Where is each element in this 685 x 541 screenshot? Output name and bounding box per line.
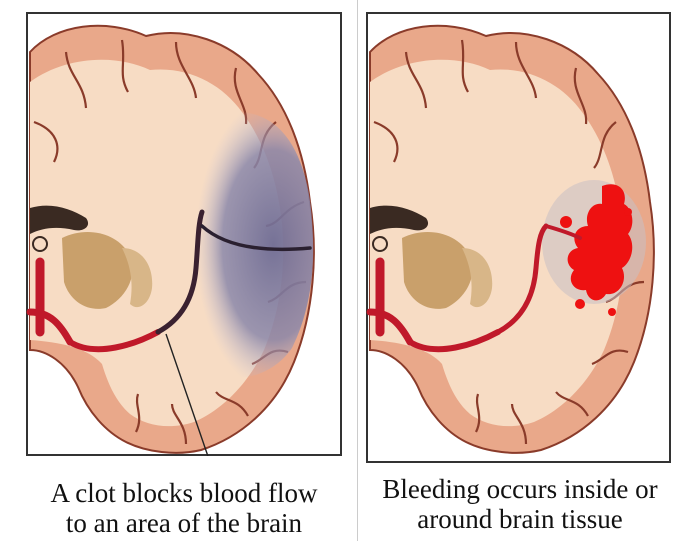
- brain-cross-section-hemorrhagic: [366, 12, 671, 463]
- caption-line: Bleeding occurs inside or: [356, 474, 684, 504]
- ventricle-dot: [33, 237, 47, 251]
- caption-hemorrhagic: Bleeding occurs inside or around brain t…: [356, 474, 684, 534]
- caption-ischemic: A clot blocks blood flow to an area of t…: [14, 478, 354, 538]
- caption-line: around brain tissue: [356, 504, 684, 534]
- hemorrhagic-stroke-panel: [366, 12, 671, 463]
- caption-line: to an area of the brain: [14, 508, 354, 538]
- brain-cross-section-ischemic: [26, 12, 342, 456]
- caption-line: A clot blocks blood flow: [14, 478, 354, 508]
- ischemic-stroke-panel: [26, 12, 342, 456]
- ventricle-dot: [373, 237, 387, 251]
- panel-divider: [357, 0, 358, 541]
